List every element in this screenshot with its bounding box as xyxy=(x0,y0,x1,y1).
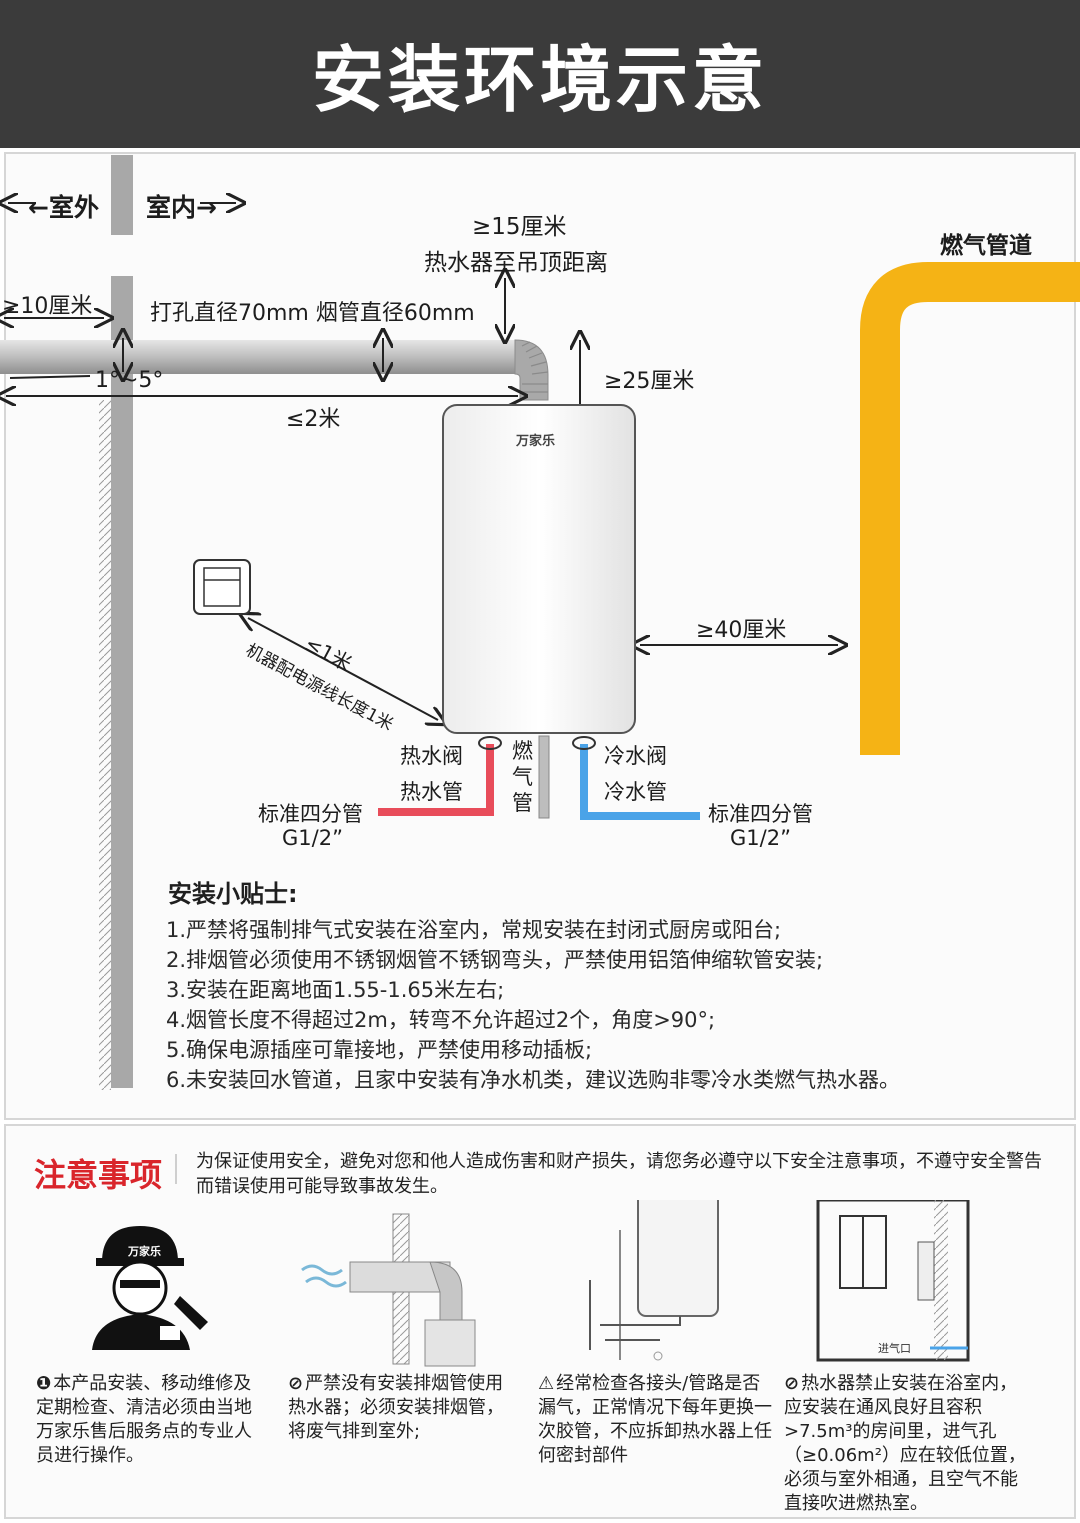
cold-water-pipe xyxy=(580,744,700,820)
heater-illustration xyxy=(589,1200,719,1361)
prohibited-icon: ⊘ xyxy=(784,1373,800,1394)
gas-pipe xyxy=(860,262,1080,755)
thread-left: G1/2” xyxy=(282,826,343,850)
wall xyxy=(111,276,133,1088)
flue-pipe xyxy=(0,340,520,374)
flue-illustration xyxy=(301,1213,476,1367)
tip-item: 3.安装在距离地面1.55-1.65米左右; xyxy=(166,978,505,1002)
tip-item: 2.排烟管必须使用不锈钢烟管不锈钢弯头，严禁使用铝箔伸缩软管安装; xyxy=(166,948,824,972)
gas-inlet-pipe xyxy=(538,735,550,819)
notice-title: 注意事项 xyxy=(34,1156,163,1194)
outdoor-label: ←室外 xyxy=(28,193,99,222)
cold-valve-label: 冷水阀 xyxy=(604,744,667,768)
notice-panel xyxy=(4,1124,1076,1519)
vent-inlet-label: 进气口 xyxy=(878,1342,911,1355)
gas-pipe-label: 燃气管道 xyxy=(940,233,1032,259)
power-socket-icon xyxy=(193,559,251,615)
thread-right: G1/2” xyxy=(730,826,791,850)
hot-water-pipe xyxy=(378,744,494,816)
page-title: 安装环境示意 xyxy=(311,38,768,122)
slope-label: 1°~5° xyxy=(95,368,164,393)
tip-item: 5.确保电源插座可靠接地，严禁使用移动插板; xyxy=(166,1038,593,1062)
tips-title: 安装小贴士: xyxy=(168,880,298,908)
wall-hatch xyxy=(99,400,111,1090)
ceiling-distance-label: 热水器至吊顶距离 xyxy=(424,250,608,276)
tip-item: 1.严禁将强制排气式安装在浴室内，常规安装在封闭式厨房或阳台; xyxy=(166,918,782,942)
water-heater xyxy=(442,404,636,734)
top-distance: ≥25厘米 xyxy=(604,369,695,394)
worker-helmet-brand: 万家乐 xyxy=(128,1245,161,1258)
info-icon: ❶ xyxy=(36,1373,52,1394)
hot-valve-icon xyxy=(478,736,502,750)
notice-illustrations xyxy=(92,1200,970,1367)
indoor-label: 室内→ xyxy=(146,193,217,222)
installer-worker-icon xyxy=(92,1226,208,1350)
installation-diagram xyxy=(0,155,1080,1090)
notice-item: ⊘严禁没有安装排烟管使用热水器；必须安装排烟管，将废气排到室外; xyxy=(288,1373,504,1442)
hot-pipe-label: 热水管 xyxy=(400,780,463,804)
pipe-length: ≤2米 xyxy=(286,407,341,432)
notice-item: ⊘热水器禁止安装在浴室内，应安装在通风良好且容积>7.5m³的房间里，进气孔（≥… xyxy=(784,1373,1026,1514)
notice-item: ⚠经常检查各接头/管路是否漏气，正常情况下每年更换一次胶管，不应拆卸热水器上任何… xyxy=(538,1373,772,1466)
std-pipe-left: 标准四分管 xyxy=(258,802,363,826)
ceiling-distance: ≥15厘米 xyxy=(472,214,567,240)
cold-pipe-label: 冷水管 xyxy=(604,780,667,804)
std-pipe-right: 标准四分管 xyxy=(708,802,813,826)
wall-distance: ≥10厘米 xyxy=(2,294,93,319)
tip-item: 4.烟管长度不得超过2m，转弯不允许超过2个，角度>90°; xyxy=(166,1008,716,1032)
prohibited-icon: ⊘ xyxy=(288,1373,304,1394)
heater-brand-logo: 万家乐 xyxy=(516,434,556,449)
ventilated-room-illustration xyxy=(816,1200,970,1362)
cold-valve-icon xyxy=(572,736,596,750)
notice-divider xyxy=(175,1154,177,1184)
hole-spec: 打孔直径70mm 烟管直径60mm xyxy=(150,301,475,326)
hot-valve-label: 热水阀 xyxy=(400,744,463,768)
wall-top xyxy=(111,155,133,235)
gas-inlet-label: 燃气管 xyxy=(512,739,533,815)
tip-item: 6.未安装回水管道，且家中安装有净水机类，建议选购非零冷水类燃气热水器。 xyxy=(166,1068,901,1092)
header-banner: 安装环境示意 xyxy=(0,0,1080,148)
side-distance: ≥40厘米 xyxy=(696,618,787,643)
notice-intro: 为保证使用安全，避免对您和他人造成伤害和财产损失，请您务必遵守以下安全注意事项，… xyxy=(196,1151,1042,1197)
warning-icon: ⚠ xyxy=(538,1373,555,1394)
